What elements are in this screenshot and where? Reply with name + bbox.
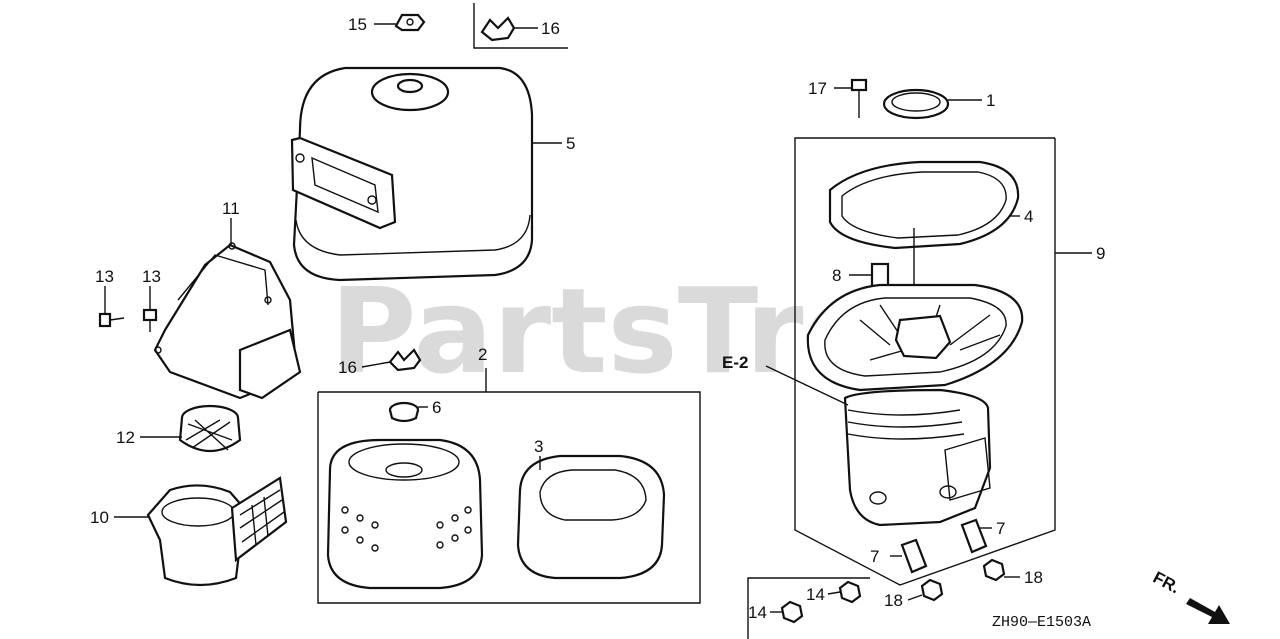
direction-label: FR. xyxy=(1150,568,1183,598)
callout-7-right: 7 xyxy=(996,519,1005,538)
callout-5: 5 xyxy=(566,134,575,153)
part-6-grommet[interactable] xyxy=(388,401,420,423)
part-11-elbow-cover[interactable] xyxy=(153,242,302,400)
part-8-collar[interactable] xyxy=(870,262,890,288)
reference-e2: E-2 xyxy=(722,353,748,372)
callout-17: 17 xyxy=(808,79,827,98)
diagram-code: ZH90—E1503A xyxy=(992,614,1091,631)
callout-8: 8 xyxy=(832,266,841,285)
part-18-nut-right[interactable] xyxy=(982,558,1006,582)
callout-labels: 15 16 5 11 13 13 12 10 16 2 6 3 1 17 4 9… xyxy=(90,15,1105,622)
part-1-seal-ring[interactable] xyxy=(882,88,950,120)
callout-11: 11 xyxy=(222,199,240,218)
callout-9: 9 xyxy=(1096,244,1105,263)
part-17-bolt[interactable] xyxy=(850,78,868,118)
callout-4: 4 xyxy=(1024,207,1033,226)
part-15-clip[interactable] xyxy=(394,13,426,32)
part-14-nut-a[interactable] xyxy=(838,580,862,604)
callout-2: 2 xyxy=(478,345,487,364)
callout-14-b: 14 xyxy=(748,603,767,622)
part-case-assembly[interactable] xyxy=(806,228,1024,527)
callout-14-a: 14 xyxy=(806,585,825,604)
callout-13-right: 13 xyxy=(142,267,161,286)
part-5-air-cleaner-cover[interactable] xyxy=(290,66,534,282)
front-direction-indicator: FR. xyxy=(1150,568,1230,624)
callout-16-top: 16 xyxy=(541,19,560,38)
part-10-elbow[interactable] xyxy=(146,476,288,587)
part-13-bolt-right[interactable] xyxy=(142,308,158,332)
part-7-tube-right[interactable] xyxy=(960,518,988,554)
callout-1: 1 xyxy=(986,91,995,110)
callout-15: 15 xyxy=(348,15,367,34)
direction-arrow-icon xyxy=(1186,598,1230,624)
part-4-gasket[interactable] xyxy=(828,160,1020,250)
callout-3: 3 xyxy=(534,437,543,456)
group-brackets xyxy=(317,3,1056,639)
callout-10: 10 xyxy=(90,508,109,527)
callout-7-left: 7 xyxy=(870,547,879,566)
callout-16-kit: 16 xyxy=(338,358,357,377)
part-3-foam-element[interactable] xyxy=(516,454,666,580)
part-14-nut-b[interactable] xyxy=(780,600,804,624)
leader-lines xyxy=(104,23,1092,613)
part-12-screen[interactable] xyxy=(178,404,242,452)
part-16-wing-nut-top[interactable] xyxy=(480,16,516,42)
part-13-bolt-left[interactable] xyxy=(98,312,125,328)
callout-12: 12 xyxy=(116,428,135,447)
part-paper-element[interactable] xyxy=(326,438,484,590)
callout-18-left: 18 xyxy=(884,591,903,610)
callout-6: 6 xyxy=(432,398,441,417)
part-18-nut-left[interactable] xyxy=(920,578,944,602)
callout-18-right: 18 xyxy=(1024,568,1043,587)
part-16-wing-nut-kit[interactable] xyxy=(388,348,422,372)
part-7-tube-left[interactable] xyxy=(900,538,928,574)
callout-13-left: 13 xyxy=(95,267,114,286)
